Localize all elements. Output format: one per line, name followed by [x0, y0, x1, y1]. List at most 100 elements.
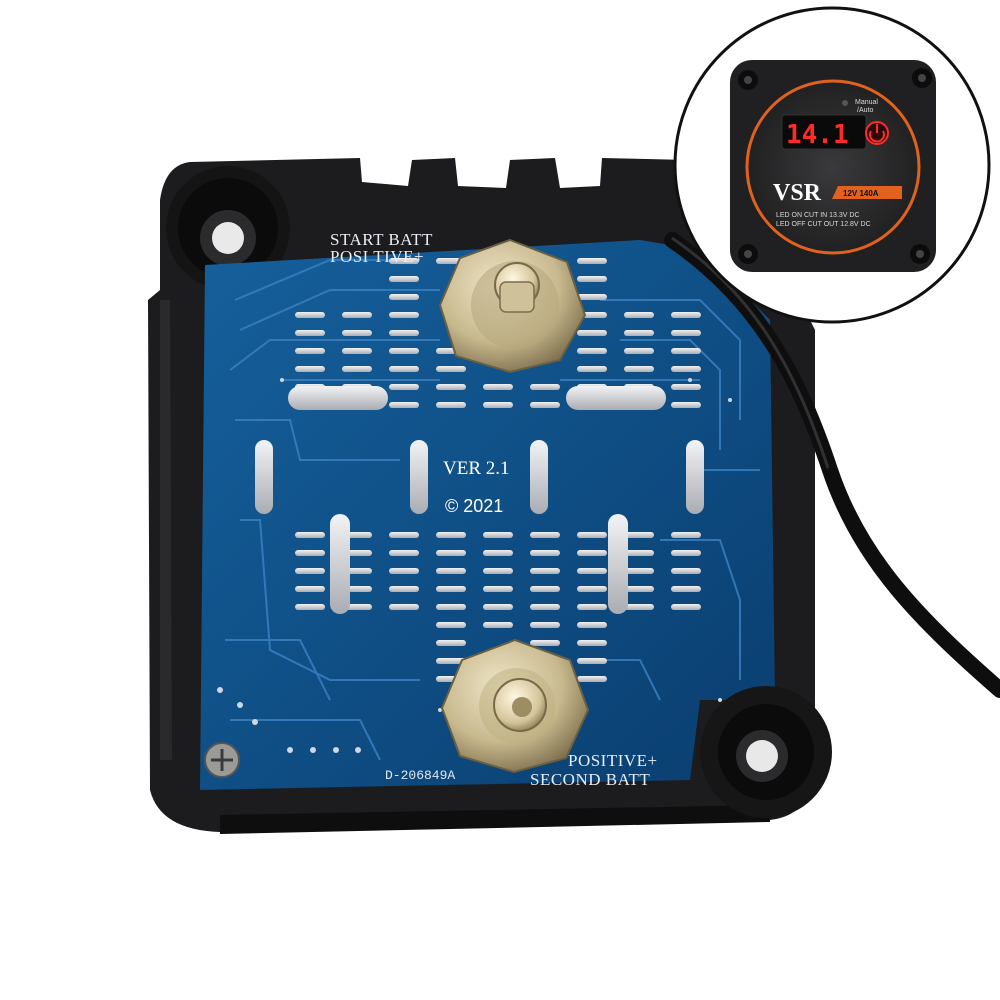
- solder-pad: [671, 604, 701, 610]
- solder-pad: [389, 348, 419, 354]
- solder-pad: [342, 330, 372, 336]
- solder-pad: [389, 568, 419, 574]
- solder-pad: [389, 366, 419, 372]
- solder-pad: [530, 550, 560, 556]
- solder-pad: [436, 658, 466, 664]
- solder-pad: [483, 568, 513, 574]
- solder-pad: [389, 312, 419, 318]
- solder-pad: [624, 550, 654, 556]
- solder-pad: [389, 384, 419, 390]
- second-batt-label: SECOND BATT: [530, 770, 650, 789]
- solder-pads-bottom: [295, 532, 701, 682]
- solder-pad: [436, 402, 466, 408]
- solder-pad: [671, 402, 701, 408]
- screw-icon: [204, 742, 240, 778]
- solder-pad: [389, 586, 419, 592]
- solder-pad: [483, 384, 513, 390]
- solder-pad: [577, 366, 607, 372]
- solder-pad: [436, 568, 466, 574]
- solder-pad: [389, 402, 419, 408]
- solder-pad: [577, 676, 607, 682]
- solder-pad: [530, 604, 560, 610]
- solder-pad: [624, 348, 654, 354]
- power-icon: [869, 130, 885, 143]
- voltage-display: 14.1: [786, 120, 849, 150]
- solder-pad: [436, 532, 466, 538]
- solder-pad: [577, 532, 607, 538]
- solder-pad: [295, 568, 325, 574]
- solder-pad: [577, 348, 607, 354]
- solder-pad: [436, 586, 466, 592]
- solder-pad: [577, 640, 607, 646]
- solder-pad: [577, 604, 607, 610]
- solder-pad: [577, 622, 607, 628]
- solder-pad: [483, 604, 513, 610]
- solder-pad: [389, 550, 419, 556]
- solder-pad: [624, 330, 654, 336]
- solder-pad: [577, 658, 607, 664]
- solder-pad: [577, 294, 607, 300]
- solder-pad: [624, 586, 654, 592]
- solder-bars-middle: [255, 440, 704, 614]
- inset-product-view: 14.1 Manual /Auto VSR 12V 140A LED ON CU…: [673, 6, 991, 324]
- solder-pad: [436, 622, 466, 628]
- solder-pad: [483, 532, 513, 538]
- solder-pad: [577, 550, 607, 556]
- solder-pad: [483, 550, 513, 556]
- solder-pad: [295, 312, 325, 318]
- rating-label: 12V 140A: [843, 189, 879, 198]
- start-batt-label: START BATT: [330, 230, 433, 249]
- copyright-label: © 2021: [445, 496, 503, 516]
- start-batt-positive-label: POSI TIVE+: [330, 247, 424, 266]
- solder-pad: [577, 586, 607, 592]
- solder-pad: [530, 384, 560, 390]
- solder-pad: [671, 384, 701, 390]
- solder-pad: [295, 532, 325, 538]
- solder-pad: [624, 532, 654, 538]
- solder-pad: [530, 568, 560, 574]
- solder-pad: [295, 366, 325, 372]
- solder-pad: [483, 622, 513, 628]
- solder-pad: [483, 402, 513, 408]
- solder-pad: [389, 258, 419, 264]
- solder-pad: [671, 348, 701, 354]
- solder-pad: [577, 258, 607, 264]
- spec-line-2: LED OFF CUT OUT 12.8V DC: [776, 221, 871, 228]
- brand-label: VSR: [773, 180, 822, 206]
- solder-pad: [295, 586, 325, 592]
- solder-pad: [483, 586, 513, 592]
- solder-pad: [671, 586, 701, 592]
- solder-pad: [671, 532, 701, 538]
- solder-pad: [295, 550, 325, 556]
- solder-pad: [342, 366, 372, 372]
- solder-pad: [295, 348, 325, 354]
- solder-pad: [624, 604, 654, 610]
- solder-pad: [295, 330, 325, 336]
- solder-pad: [624, 366, 654, 372]
- part-number-label: D-206849A: [385, 768, 455, 783]
- spec-line-1: LED ON CUT IN 13.3V DC: [776, 212, 860, 219]
- solder-pad: [671, 312, 701, 318]
- solder-pad: [530, 532, 560, 538]
- solder-pad: [436, 640, 466, 646]
- solder-pad: [577, 330, 607, 336]
- solder-pad: [530, 586, 560, 592]
- terminal-second-batt: [440, 638, 590, 774]
- solder-pad: [671, 568, 701, 574]
- solder-pad: [624, 568, 654, 574]
- mode-label: Manual: [855, 99, 878, 106]
- solder-pad: [342, 348, 372, 354]
- solder-pad: [389, 532, 419, 538]
- solder-pad: [577, 276, 607, 282]
- mounting-hole-top-left: [166, 166, 290, 290]
- terminal-start-batt: [438, 238, 587, 374]
- solder-pad: [577, 568, 607, 574]
- mounting-hole-bottom-right: [700, 686, 832, 818]
- solder-pad: [295, 604, 325, 610]
- solder-pad: [671, 366, 701, 372]
- solder-pad: [436, 604, 466, 610]
- solder-pad: [530, 622, 560, 628]
- version-label: VER 2.1: [443, 458, 510, 479]
- solder-pad: [389, 330, 419, 336]
